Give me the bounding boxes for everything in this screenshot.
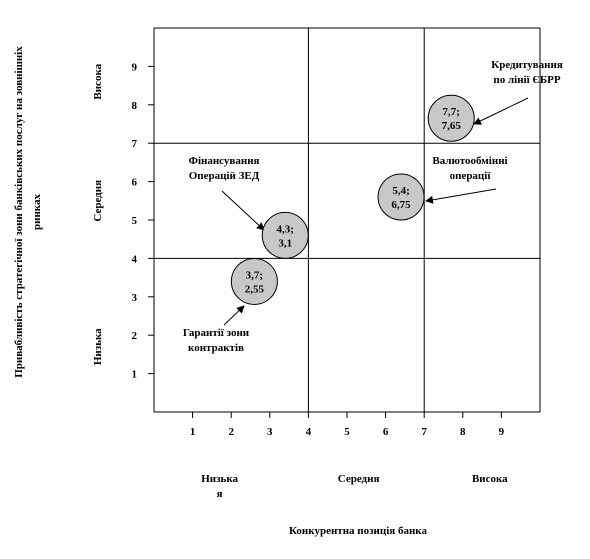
- y-tick-label: 5: [132, 215, 138, 227]
- data-bubbles: 7,7; 7,65 5,4; 6,75 4,3; 3,1 3,7; 2,55: [230, 94, 475, 305]
- annotation-label: контрактів: [188, 342, 244, 354]
- data-label: 2,55: [245, 283, 265, 295]
- x-tick-label: 3: [267, 426, 273, 438]
- x-tick-label: 1: [190, 426, 196, 438]
- data-label: 7,7;: [443, 106, 460, 118]
- data-label: 5,4;: [392, 185, 409, 197]
- data-point: [377, 173, 425, 221]
- annotation-label: Фінансування: [189, 155, 260, 167]
- x-tick-label: 2: [228, 426, 234, 438]
- annotation-label: Операцій ЗЕД: [189, 170, 260, 182]
- x-zone-label: Висока: [472, 473, 508, 485]
- y-zone-label: Висока: [92, 63, 104, 99]
- y-tick-labels: 1 2 3 4 5 6 7 8 9: [132, 61, 138, 380]
- x-tick-label: 5: [344, 426, 350, 438]
- x-tick-label: 4: [306, 426, 312, 438]
- annotation-arrow: [473, 97, 529, 125]
- y-tick-label: 6: [132, 177, 138, 189]
- y-tick-label: 4: [132, 253, 138, 265]
- data-label: 7,65: [442, 120, 462, 132]
- annotation-label: Гарантії зони: [183, 327, 250, 339]
- y-tick-label: 1: [132, 369, 138, 381]
- x-tick-label: 9: [499, 426, 505, 438]
- data-label: 4,3;: [277, 223, 294, 235]
- data-point: [230, 257, 278, 305]
- data-label: 3,1: [278, 237, 292, 249]
- data-point: [261, 211, 309, 259]
- y-tick-label: 2: [132, 330, 138, 342]
- annotation-label: Валютообмінні: [432, 155, 507, 167]
- annotation-arrows: Кредитування по лінії ЄБРР Валютообмінні оп…: [183, 59, 563, 354]
- plot-frame: [148, 27, 541, 418]
- y-zone-label: Низька: [92, 328, 104, 365]
- zone-dividers: [154, 28, 540, 412]
- x-tick-label: 7: [421, 426, 427, 438]
- x-zone-label: Низька: [201, 473, 238, 485]
- y-tick-label: 7: [132, 138, 138, 150]
- data-point: [427, 94, 475, 142]
- x-tick-labels: 1 2 3 4 5 6 7 8 9: [190, 426, 505, 438]
- y-axis-label-line1: Привабливість стратегічної зони банківсь…: [13, 46, 25, 378]
- x-zone-label-line2: я: [217, 488, 223, 500]
- annotation-arrow: [223, 305, 245, 326]
- x-zone-label: Середня: [338, 473, 380, 485]
- x-tick-label: 8: [460, 426, 466, 438]
- y-tick-label: 9: [132, 61, 138, 73]
- annotation-label: операції: [450, 170, 492, 182]
- annotation-label: Кредитування: [491, 59, 563, 71]
- y-zone-label: Середня: [92, 180, 104, 222]
- y-tick-label: 3: [132, 292, 138, 304]
- annotation-arrow: [221, 190, 265, 231]
- annotation-label: по лінії ЄБРР: [493, 74, 560, 86]
- x-axis-label: Конкурентна позиція банка: [289, 525, 427, 537]
- y-tick-label: 8: [132, 100, 138, 112]
- data-label: 6,75: [391, 199, 411, 211]
- data-label: 3,7;: [246, 269, 263, 281]
- x-tick-label: 6: [383, 426, 389, 438]
- y-axis-label-line2: ринках: [31, 194, 43, 230]
- annotation-arrow: [425, 188, 497, 204]
